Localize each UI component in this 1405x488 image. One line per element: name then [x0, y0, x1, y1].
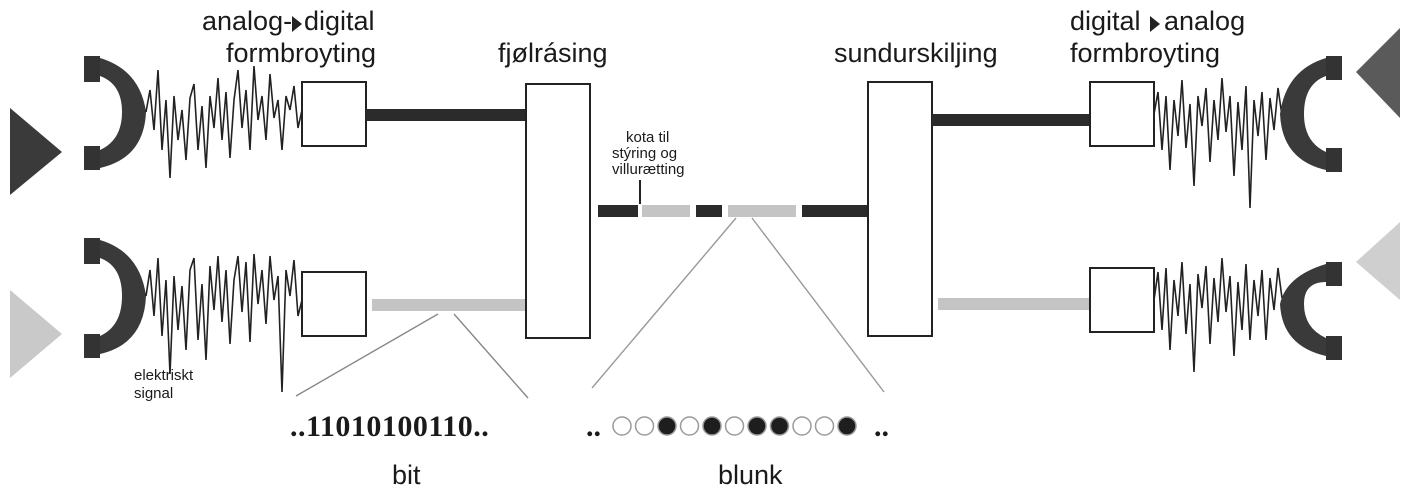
d2a-label-part2: analog: [1164, 6, 1246, 36]
left-bottom-waveform: [145, 253, 303, 393]
pulse-dots-right: ..: [874, 410, 889, 443]
pulse-empty: [814, 416, 835, 436]
control-label-line3: villurætting: [612, 161, 685, 178]
bit-sequence: ..11010100110..: [290, 410, 490, 443]
right-top-handset-icon: [1280, 56, 1342, 172]
pulse-filled: [657, 416, 677, 436]
da-converter-bottom: [1089, 267, 1155, 333]
pulse-zoom-line-right: [751, 217, 885, 393]
right-bottom-waveform: [1153, 257, 1283, 373]
pulse-empty: [634, 416, 655, 436]
d2a-label-line2: formbroyting: [1070, 38, 1221, 68]
d2a-arrow-icon: [1150, 16, 1160, 32]
bits-zoom-line-right: [453, 313, 529, 399]
multiplexing-label: fjølrásing: [498, 38, 608, 68]
electric-signal-label-line1: elektriskt: [134, 367, 194, 384]
demultiplexing-label: sundurskiljing: [834, 38, 998, 68]
ad-converter-top: [301, 81, 367, 147]
left-bottom-handset-icon: [84, 238, 146, 358]
control-label-line1: kota til: [626, 129, 670, 146]
control-label-line2: stýring og: [612, 145, 678, 162]
pulse-empty: [679, 416, 700, 436]
stream-segment-1: [598, 205, 638, 217]
bits-zoom-line-left: [295, 313, 439, 397]
left-top-waveform: [145, 65, 303, 179]
top-digital-line: [366, 109, 526, 121]
pulse-empty: [792, 416, 812, 436]
pulse-zoom-line-left: [591, 217, 737, 389]
blink-label: blunk: [718, 460, 783, 488]
stream-segment-4: [728, 205, 796, 217]
stream-segment-2: [642, 205, 690, 217]
pulse-empty: [724, 416, 745, 436]
pulse-filled: [702, 416, 722, 436]
d2a-label-part1: digital: [1070, 6, 1141, 36]
bit-label: bit: [392, 460, 421, 488]
a2d-label-part1: analog-: [202, 6, 293, 36]
pulse-filled: [747, 416, 767, 436]
bottom-digital-line: [372, 299, 526, 311]
pulse-empty: [612, 416, 632, 436]
pulse-filled: [769, 416, 790, 436]
right-top-waveform: [1153, 77, 1283, 209]
pulse-filled: [837, 416, 857, 436]
right-top-digital-line: [932, 114, 1090, 126]
electric-signal-label-line2: signal: [134, 385, 174, 402]
a2d-label-line2: formbroyting: [226, 38, 377, 68]
left-top-handset-icon: [84, 56, 146, 170]
ad-converter-bottom: [301, 271, 367, 337]
da-converter-top: [1089, 81, 1155, 147]
demultiplexer-box: [867, 81, 933, 337]
right-speaker-top-triangle: [1356, 28, 1400, 118]
right-bottom-digital-line: [938, 298, 1090, 310]
stream-segment-3: [696, 205, 722, 217]
stream-segment-5: [802, 205, 868, 217]
right-speaker-bottom-triangle: [1356, 222, 1400, 300]
left-speaker-bottom-triangle: [10, 290, 62, 378]
a2d-arrow-icon: [292, 16, 302, 32]
multiplexer-box: [525, 83, 591, 339]
pulse-dots-left: ..: [586, 410, 601, 443]
a2d-label-part2: digital: [304, 6, 375, 36]
left-speaker-top-triangle: [10, 108, 62, 195]
right-bottom-handset-icon: [1280, 262, 1342, 360]
pulse-row: [612, 416, 857, 436]
